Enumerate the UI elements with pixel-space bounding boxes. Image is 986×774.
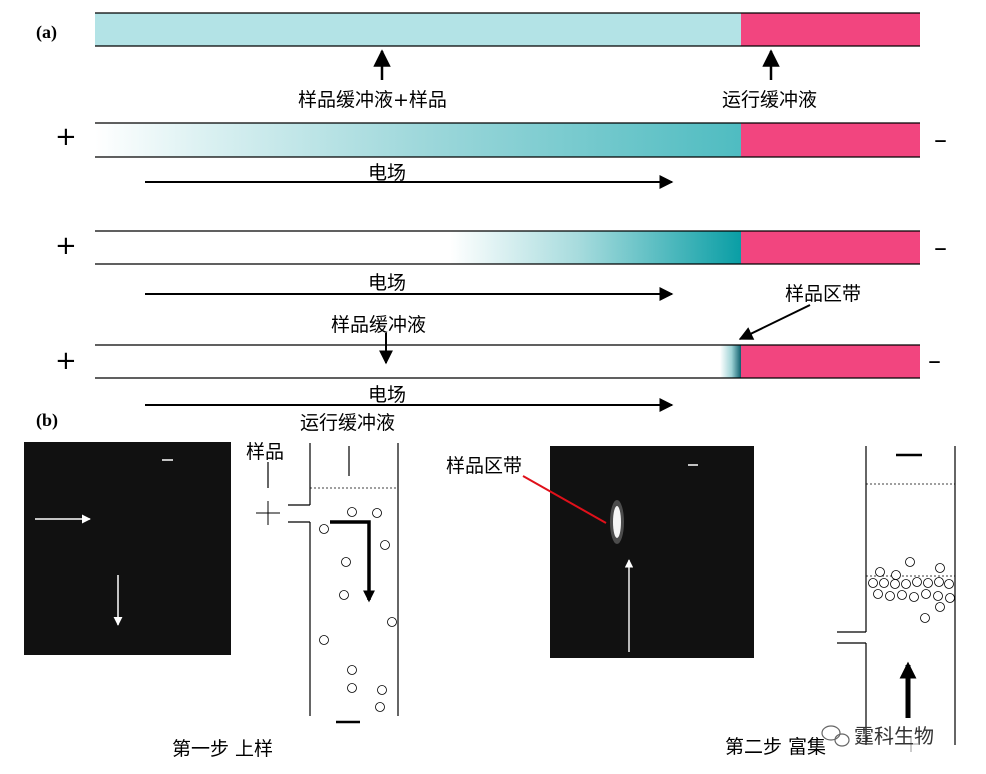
- sample-buffer-segment: [95, 13, 741, 46]
- panel-a-label: (a): [36, 22, 57, 42]
- step1-caption: 第一步 上样: [172, 738, 274, 760]
- gradient-sample-segment: [95, 123, 741, 157]
- electric-field-label: 电场: [368, 272, 407, 294]
- stacked-sample-zone: [720, 345, 741, 378]
- sample-zone-label: 样品区带: [446, 455, 523, 477]
- running-buffer-label: 运行缓冲液: [722, 89, 818, 111]
- electric-field-label: 电场: [368, 162, 407, 184]
- watermark-text: 霆科生物: [854, 724, 934, 748]
- wechat-icon: [821, 725, 850, 747]
- capillary-row-1: [95, 12, 920, 80]
- negative-electrode-sign: –: [934, 233, 947, 263]
- step2-particles: [868, 557, 955, 623]
- electric-field-label: 电场: [368, 384, 407, 406]
- negative-electrode-sign: –: [934, 125, 947, 155]
- negative-electrode-sign: –: [928, 346, 941, 376]
- positive-electrode-sign: +: [55, 346, 77, 376]
- pointer-arrow-zone: [738, 304, 811, 340]
- running-buffer-segment: [741, 231, 920, 264]
- sample-inlet-label: 样品: [246, 441, 285, 463]
- sample-buffer-label: 样品缓冲液: [331, 314, 427, 336]
- capillary-row-2: [95, 122, 920, 189]
- step1-particles: [319, 507, 397, 712]
- step1-schematic: [256, 443, 399, 724]
- step1-micrograph: [24, 442, 231, 655]
- running-buffer-label: 运行缓冲液: [300, 412, 396, 434]
- step2-schematic: [837, 446, 956, 745]
- running-buffer-segment: [741, 345, 920, 378]
- running-buffer-segment: [741, 123, 920, 157]
- step2-bottom-plus: [904, 736, 918, 752]
- sample-zone-label: 样品区带: [785, 283, 862, 305]
- zone-pointer-line: [522, 475, 607, 524]
- capillary-row-3: [95, 230, 920, 301]
- panel-b-label: (b): [36, 410, 58, 430]
- positive-electrode-sign: +: [55, 231, 77, 261]
- capillary-row-4: [95, 304, 920, 412]
- step2-micrograph: [522, 446, 754, 658]
- gradient-sample-segment: [95, 231, 741, 264]
- step2-caption: 第二步 富集: [725, 736, 827, 758]
- sample-buffer-plus-sample-label: 样品缓冲液+样品: [298, 89, 447, 111]
- running-buffer-segment: [741, 13, 920, 46]
- positive-electrode-sign: +: [55, 122, 77, 152]
